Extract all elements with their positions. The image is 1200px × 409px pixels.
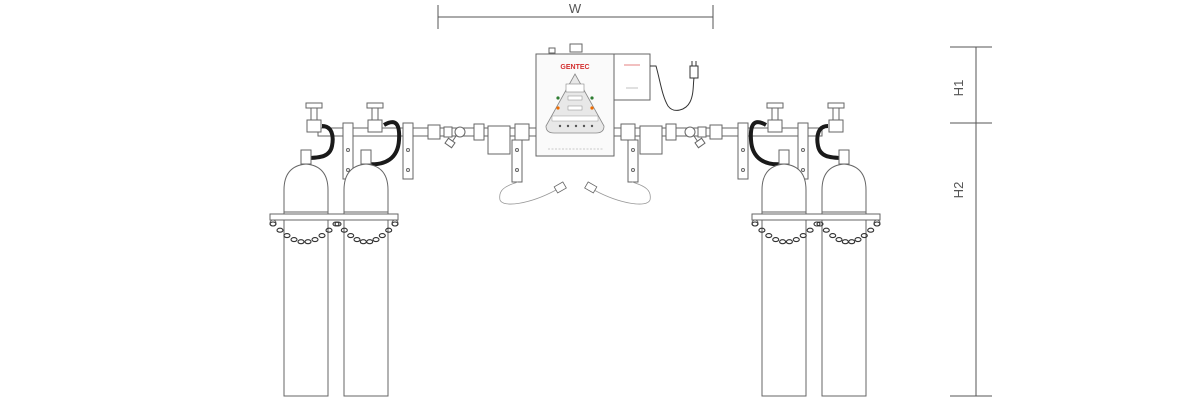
chain-link — [758, 227, 766, 233]
chain-link — [297, 239, 305, 245]
h2-label: H2 — [951, 182, 966, 199]
chain-link — [822, 227, 830, 233]
chain-link — [867, 227, 875, 233]
right-pipework — [620, 123, 723, 183]
chain-link — [318, 233, 326, 239]
h1-label: H1 — [951, 80, 966, 97]
chain-link — [848, 239, 856, 245]
gas-cylinder — [343, 149, 389, 397]
left-valves — [305, 102, 384, 133]
right-pigtail-hoses — [748, 120, 845, 167]
chain-link — [799, 233, 807, 239]
status-led-icon — [556, 106, 560, 110]
chain-link — [347, 233, 355, 239]
status-led-icon — [590, 106, 594, 110]
chain-link — [829, 233, 837, 239]
control-panel: GENTEC — [535, 43, 651, 157]
chain-link — [385, 227, 393, 233]
gas-cylinder — [761, 149, 807, 397]
plug-icon — [689, 65, 699, 79]
width-label: W — [569, 1, 582, 16]
chain-link — [311, 237, 319, 243]
chain-link — [353, 237, 361, 243]
chain-link — [873, 221, 881, 227]
chain-link — [751, 221, 759, 227]
chain-link — [785, 239, 793, 245]
right-wall-brackets — [737, 122, 809, 180]
status-led-icon — [590, 96, 594, 100]
status-led-icon — [556, 96, 560, 100]
chain-link — [269, 221, 277, 227]
left-pigtail-hoses — [305, 120, 402, 167]
chain-link — [806, 227, 814, 233]
sensor-lines — [499, 181, 651, 205]
chain-link — [334, 221, 342, 227]
chain-link — [304, 239, 312, 245]
brand-label: GENTEC — [560, 64, 589, 71]
chain-link — [772, 237, 780, 243]
height-dimension — [950, 46, 992, 397]
chain-link — [391, 221, 399, 227]
connector-icon — [553, 181, 598, 194]
left-wall-brackets — [342, 122, 414, 180]
chain-link — [835, 237, 843, 243]
power-cord — [650, 61, 699, 111]
chain-link — [290, 237, 298, 243]
width-dimension — [437, 5, 714, 29]
chain-link — [378, 233, 386, 239]
chain-link — [276, 227, 284, 233]
restraint-bar — [269, 213, 881, 227]
chain-link — [854, 237, 862, 243]
gas-cylinder — [821, 149, 867, 397]
chain-link — [813, 221, 821, 227]
chain-link — [792, 237, 800, 243]
chain-link — [340, 227, 348, 233]
chain-link — [366, 239, 374, 245]
chain-link — [779, 239, 787, 245]
chain-link — [765, 233, 773, 239]
chain-link — [816, 221, 824, 227]
right-valves — [766, 102, 845, 133]
chain-link — [325, 227, 333, 233]
chain-link — [283, 233, 291, 239]
chain-link — [860, 233, 868, 239]
left-pipework — [427, 123, 530, 183]
gas-cylinder — [283, 149, 329, 397]
chain-link — [372, 237, 380, 243]
restraint-chains — [269, 221, 881, 245]
